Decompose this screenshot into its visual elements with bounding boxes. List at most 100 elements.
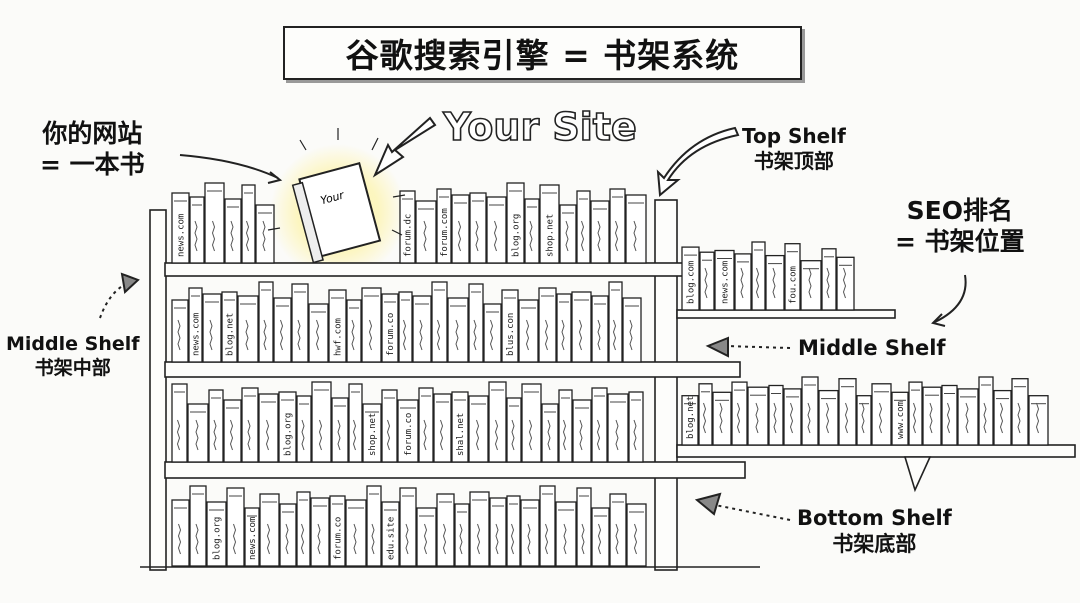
book-squiggle: [386, 419, 391, 451]
book-squiggle: [544, 523, 549, 555]
book-squiggle: [772, 267, 776, 299]
book: [559, 204, 577, 264]
book-squiggle: [229, 419, 234, 451]
seo-arrow: [934, 274, 967, 323]
book: [993, 389, 1012, 446]
book-squiggle: [423, 419, 427, 451]
book-squiggle: [597, 220, 601, 252]
book: [366, 485, 382, 567]
book-squiggle: [209, 319, 213, 351]
book-spine-label: blog.org: [512, 214, 522, 257]
callout-line: 你的网站: [42, 119, 143, 148]
callout-line: SEO排名: [906, 196, 1013, 225]
book-squiggle: [755, 402, 759, 434]
book: [279, 503, 297, 567]
book-spine-label: blog.org: [284, 413, 294, 456]
book-squiggle: [279, 319, 284, 351]
book-squiggle: [247, 419, 251, 451]
book-squiggle: [544, 319, 549, 351]
book: [381, 293, 399, 363]
book: [784, 243, 801, 311]
book: [681, 246, 700, 311]
book: [922, 386, 942, 446]
book-squiggle: [337, 419, 341, 451]
book-squiggle: [633, 419, 637, 451]
book-spine-label: forum.co: [386, 313, 396, 356]
book-squiggle: [493, 220, 498, 252]
book-squiggle: [842, 267, 847, 299]
book: [591, 295, 609, 363]
book: [486, 196, 507, 264]
book: [518, 299, 539, 363]
book-squiggle: [262, 220, 266, 252]
arrow-to-book: [179, 154, 279, 179]
book-squiggle: [177, 523, 182, 555]
book: [957, 388, 979, 446]
book: [258, 281, 274, 363]
book: [801, 376, 819, 446]
book-spine-label: shop.net: [368, 413, 378, 456]
book-spine-label: news.com: [177, 214, 187, 257]
book-squiggle: [844, 402, 849, 434]
book-squiggle: [740, 267, 744, 299]
book-squiggle: [878, 402, 883, 434]
book: [278, 391, 297, 463]
book: [362, 403, 382, 463]
book-spine-label: forum.co: [404, 413, 414, 456]
book-squiggle: [525, 319, 530, 351]
book-squiggle: [596, 419, 601, 451]
book: [454, 503, 470, 567]
glow-rays: [267, 128, 406, 236]
book-squiggle: [527, 523, 531, 555]
book-squiggle: [633, 523, 638, 555]
book: [331, 397, 349, 463]
book: [520, 499, 540, 567]
book-squiggle: [511, 419, 515, 451]
book: [311, 381, 332, 463]
book-spine-label: forum.co: [334, 517, 344, 560]
book-spine-label: hwf.com: [334, 318, 344, 356]
book-squiggle: [475, 220, 479, 252]
callout-line: 书架底部: [832, 532, 917, 557]
book: [941, 384, 958, 446]
book-squiggle: [213, 419, 217, 451]
callout-line: = 书架位置: [895, 227, 1025, 257]
book-squiggle: [579, 419, 583, 451]
book: [436, 188, 452, 264]
title-banner: 谷歌搜索引擎 = 书架系统: [283, 26, 802, 80]
book-squiggle: [629, 319, 633, 351]
book-squiggle: [1035, 402, 1040, 434]
book: [699, 251, 715, 311]
book-squiggle: [789, 402, 794, 434]
book: [468, 283, 484, 363]
book: [751, 241, 766, 311]
book-squiggle: [436, 319, 441, 351]
book-squiggle: [547, 419, 551, 451]
book: [171, 383, 188, 463]
book-squiggle: [565, 220, 569, 252]
book: [206, 501, 227, 567]
book: [608, 281, 623, 363]
book-squiggle: [473, 319, 477, 351]
book: [591, 507, 610, 567]
book: [1011, 378, 1029, 446]
book-squiggle: [419, 319, 423, 351]
book: [734, 253, 752, 311]
book-squiggle: [615, 419, 619, 451]
book-squiggle: [614, 220, 619, 252]
book-squiggle: [476, 523, 481, 555]
book-squiggle: [459, 523, 463, 555]
book-squiggle: [529, 220, 533, 252]
your-site-callout: 你的网站 = 一本书: [40, 118, 145, 181]
book-squiggle: [371, 523, 375, 555]
book-squiggle: [489, 319, 494, 351]
middle-shelf-left-callout: Middle Shelf 书架中部: [6, 333, 140, 381]
book: [891, 391, 909, 446]
book: [626, 503, 647, 567]
book: [590, 200, 610, 264]
book: [237, 295, 259, 363]
book: [576, 487, 592, 567]
book: [399, 487, 417, 567]
book: [329, 495, 346, 567]
